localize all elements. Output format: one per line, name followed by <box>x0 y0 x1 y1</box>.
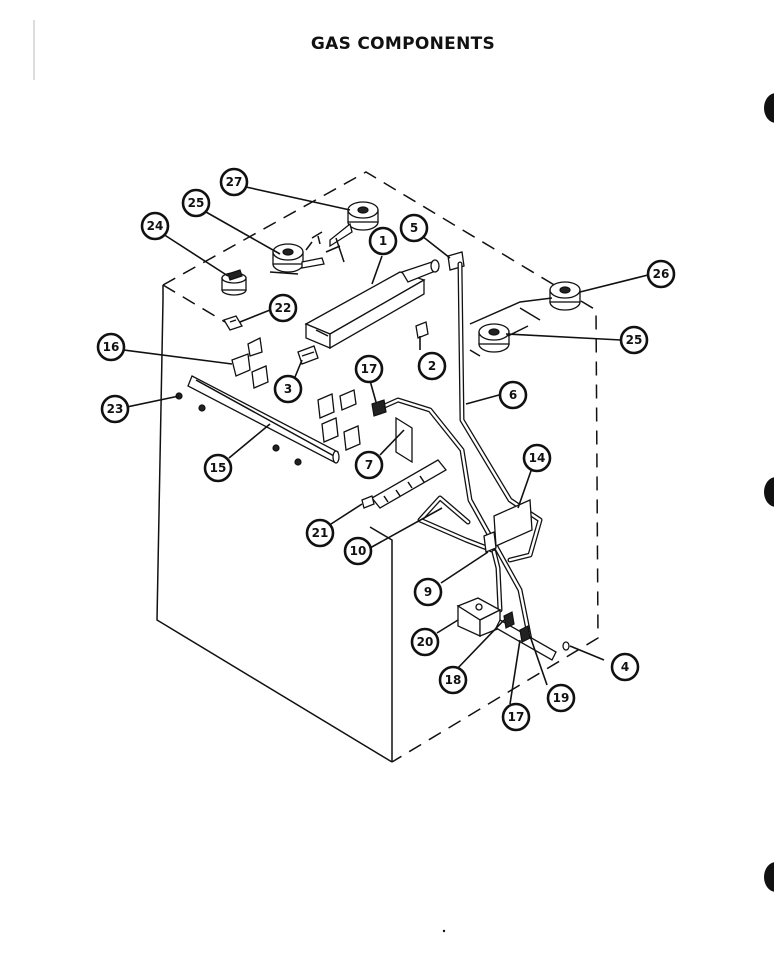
screws-23-part <box>175 392 302 466</box>
callout: 7 <box>354 450 384 480</box>
regulator-14-part <box>483 499 533 553</box>
callout: 22 <box>268 293 298 323</box>
callout-label: 4 <box>621 660 629 674</box>
callout-label: 18 <box>445 673 462 687</box>
callout-label: 3 <box>284 382 292 396</box>
callout: 26 <box>646 259 676 289</box>
pipe-19-part <box>495 611 557 661</box>
binder-hole-top <box>764 93 774 123</box>
valves-16-part <box>231 337 361 451</box>
clip-22-part <box>223 315 243 331</box>
fitting-17-upper-part <box>371 399 387 417</box>
callout-label: 23 <box>107 402 124 416</box>
binder-hole-bottom <box>764 862 774 892</box>
callout-label: 5 <box>410 221 418 235</box>
bracket-2-part <box>415 321 429 339</box>
callout: 25 <box>619 325 649 355</box>
callout-label: 25 <box>188 196 205 210</box>
callout: 24 <box>140 211 170 241</box>
callout: 23 <box>100 394 130 424</box>
callout-label: 15 <box>210 461 227 475</box>
callout: 4 <box>610 652 640 682</box>
pilot-7-part <box>361 416 447 509</box>
callout: 2 <box>417 351 447 381</box>
callout: 19 <box>546 683 576 713</box>
callout: 25 <box>181 188 211 218</box>
binder-hole-middle <box>764 477 774 507</box>
page-title: GAS COMPONENTS <box>310 34 496 54</box>
callout: 14 <box>522 443 552 473</box>
bracket-3-part <box>297 345 319 365</box>
callout-label: 6 <box>509 388 517 402</box>
callout-label: 10 <box>350 544 367 558</box>
callout: 6 <box>498 380 528 410</box>
oven-burner-1-part <box>304 259 440 350</box>
valve-20-part <box>456 597 502 638</box>
callout-label: 25 <box>626 333 643 347</box>
callout-label: 27 <box>226 175 243 189</box>
callout-label: 1 <box>379 234 387 248</box>
callout-label: 21 <box>312 526 329 540</box>
callout: 21 <box>305 518 335 548</box>
callout-label: 26 <box>653 267 670 281</box>
callout-label: 17 <box>508 710 525 724</box>
callout: 10 <box>343 536 373 566</box>
callout-label: 16 <box>103 340 120 354</box>
callout: 1 <box>368 226 398 256</box>
callout: 27 <box>219 167 249 197</box>
callout-label: 2 <box>428 359 436 373</box>
callout: 15 <box>203 453 233 483</box>
callout: 9 <box>413 577 443 607</box>
callout-label: 22 <box>275 301 292 315</box>
callout-label: 17 <box>361 362 378 376</box>
orifice-4-part <box>562 641 570 651</box>
callout: 17 <box>501 702 531 732</box>
callout: 18 <box>438 665 468 695</box>
manifold-15-part <box>187 375 340 464</box>
callout-label: 9 <box>424 585 432 599</box>
callout-label: 14 <box>529 451 546 465</box>
callout-label: 7 <box>365 458 373 472</box>
burner-25-left-part <box>269 241 325 275</box>
callout: 16 <box>96 332 126 362</box>
callout: 17 <box>354 354 384 384</box>
cabinet-outline <box>156 171 599 763</box>
leader-lines <box>123 186 649 705</box>
callout: 20 <box>410 627 440 657</box>
burner-26-part <box>469 281 581 325</box>
callout-label: 20 <box>417 635 434 649</box>
callout: 3 <box>273 374 303 404</box>
burner-27-part <box>311 201 379 263</box>
callout: 5 <box>399 213 429 243</box>
callout-label: 19 <box>553 691 570 705</box>
burner-25-right-part <box>469 323 529 357</box>
stray-dot <box>442 929 446 933</box>
callout-label: 24 <box>147 219 164 233</box>
